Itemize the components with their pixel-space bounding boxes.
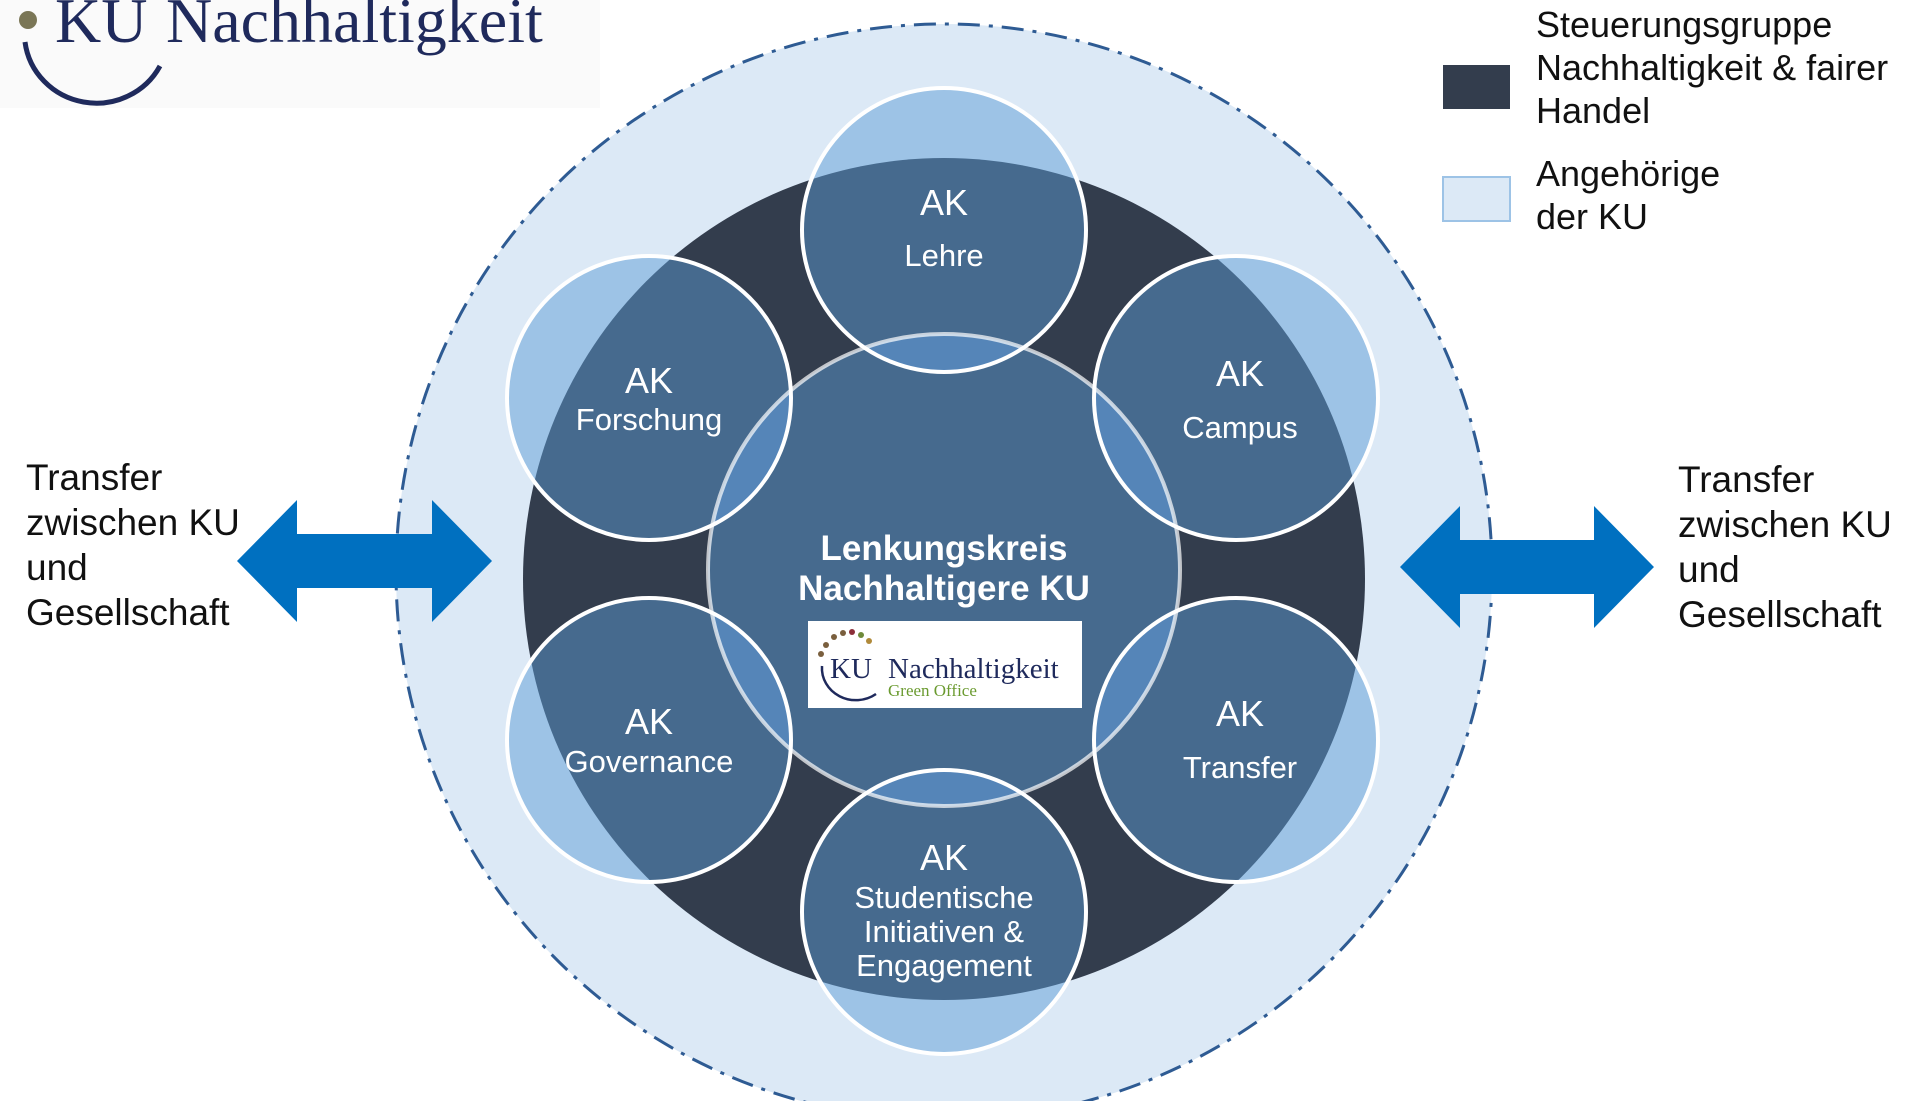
right-transfer-line2: zwischen KU — [1678, 504, 1892, 545]
engagement-line2: Studentische — [854, 880, 1033, 915]
logo-swoosh — [22, 41, 163, 106]
circle-labels: AK Lehre AK Campus AK Transfer AK Studen… — [565, 182, 1298, 983]
legend-steering-line1: Steuerungsgruppe — [1536, 4, 1833, 45]
right-transfer-line1: Transfer — [1678, 459, 1815, 500]
legend-members-line1: Angehörige — [1536, 153, 1721, 194]
center-title-line2: Nachhaltigere KU — [798, 569, 1090, 608]
transfer-line2: Transfer — [1183, 750, 1297, 785]
right-transfer-line3: und — [1678, 549, 1740, 590]
left-transfer-line3: und — [26, 547, 88, 588]
logo-dot — [19, 11, 37, 29]
engagement-line1: AK — [920, 837, 968, 878]
right-transfer-label: Transfer zwischen KU und Gesellschaft — [1678, 457, 1892, 637]
badge-background — [808, 621, 1082, 708]
right-double-arrow-icon — [1400, 506, 1654, 628]
left-double-arrow-icon — [237, 500, 492, 622]
green-office-badge: KU Nachhaltigkeit Green Office — [808, 621, 1082, 708]
forschung-line2: Forschung — [576, 402, 722, 437]
badge-name: Nachhaltigkeit — [888, 653, 1059, 685]
left-transfer-line4: Gesellschaft — [26, 592, 230, 633]
legend-steering-line2: Nachhaltigkeit & fairer — [1536, 47, 1889, 88]
badge-subtitle: Green Office — [888, 681, 977, 700]
legend-steering-line3: Handel — [1536, 90, 1651, 131]
circle-outlines — [505, 86, 1380, 1056]
left-transfer-line1: Transfer — [26, 457, 163, 498]
lehre-line1: AK — [920, 182, 968, 223]
ku-logo: KU Nachhaltigkeit — [0, 0, 600, 108]
lehre-line2: Lehre — [904, 238, 983, 273]
engagement-line4: Engagement — [856, 948, 1032, 983]
left-transfer-line2: zwischen KU — [26, 502, 240, 543]
legend-swatch-members — [1442, 176, 1511, 222]
right-transfer-line4: Gesellschaft — [1678, 594, 1882, 635]
badge-dots — [818, 629, 872, 657]
legend-swatch-steering — [1443, 65, 1510, 109]
logo-name: Nachhaltigkeit — [166, 0, 543, 56]
center-title-line1: Lenkungskreis — [820, 529, 1067, 568]
campus-line2: Campus — [1182, 410, 1297, 445]
legend-item-steering: Steuerungsgruppe Nachhaltigkeit & fairer… — [1536, 3, 1888, 132]
engagement-line3: Initiativen & — [864, 914, 1025, 949]
logo-background — [0, 0, 600, 108]
governance-line2: Governance — [565, 744, 734, 779]
legend-members-line2: der KU — [1536, 196, 1649, 237]
left-transfer-label: Transfer zwischen KU und Gesellschaft — [26, 455, 240, 635]
logo-initials: KU — [55, 0, 147, 56]
forschung-line1: AK — [625, 360, 673, 401]
governance-line1: AK — [625, 701, 673, 742]
badge-initials: KU — [830, 653, 872, 685]
transfer-line1: AK — [1216, 693, 1264, 734]
legend-item-members: Angehörige der KU — [1536, 152, 1720, 238]
badge-swoosh — [820, 665, 877, 702]
campus-line1: AK — [1216, 353, 1264, 394]
